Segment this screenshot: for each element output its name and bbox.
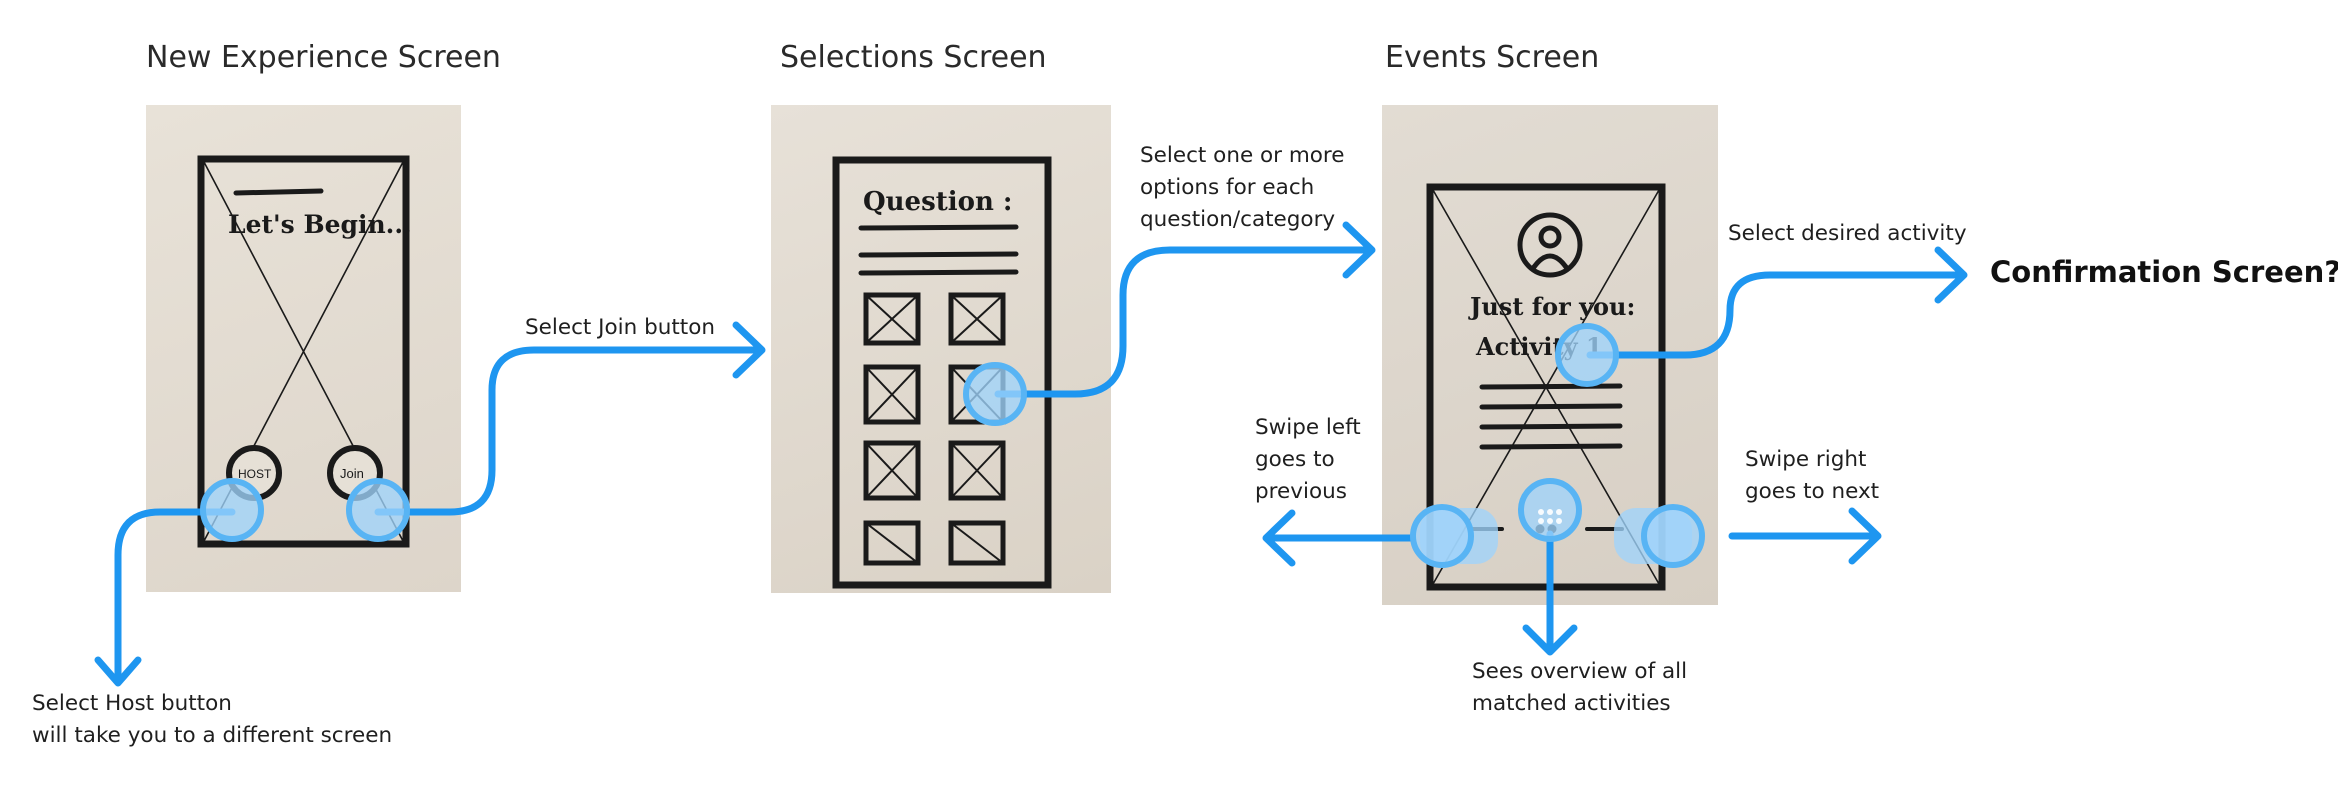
new-experience-sketch: Let's Begin... HOST Join <box>146 105 461 592</box>
title-confirmation-screen: Confirmation Screen? <box>1990 255 2338 289</box>
annotation-swipe-left: Swipe left goes to previous <box>1255 415 1361 504</box>
title-new-experience-screen: New Experience Screen <box>146 40 501 75</box>
svg-text:Join: Join <box>340 466 364 481</box>
sketch-heading-1: Just for you: <box>1468 292 1635 321</box>
sketch-heading-2: Activity 1 <box>1475 332 1603 361</box>
phone-frame <box>1426 183 1666 591</box>
title-events-screen: Events Screen <box>1385 40 1600 75</box>
events-sketch: Just for you: Activity 1 <box>1382 105 1718 605</box>
sketch-heading: Let's Begin... <box>228 210 412 239</box>
annotation-select-options: Select one or more options for each ques… <box>1140 143 1345 232</box>
annotation-swipe-right: Swipe right goes to next <box>1745 447 1880 504</box>
svg-text:HOST: HOST <box>238 467 272 481</box>
sketch-heading: Question : <box>863 187 1013 217</box>
title-selections-screen: Selections Screen <box>780 40 1047 75</box>
option-checkboxes <box>863 292 1006 566</box>
profile-avatar-sketch <box>1517 212 1583 278</box>
annotation-select-activity: Select desired activity <box>1728 221 1967 246</box>
annotation-select-join: Select Join button <box>525 315 716 340</box>
selections-sketch: Question : <box>771 105 1111 593</box>
annotation-select-host: Select Host button will take you to a di… <box>32 691 393 748</box>
annotation-overview: Sees overview of all matched activities <box>1472 659 1688 716</box>
